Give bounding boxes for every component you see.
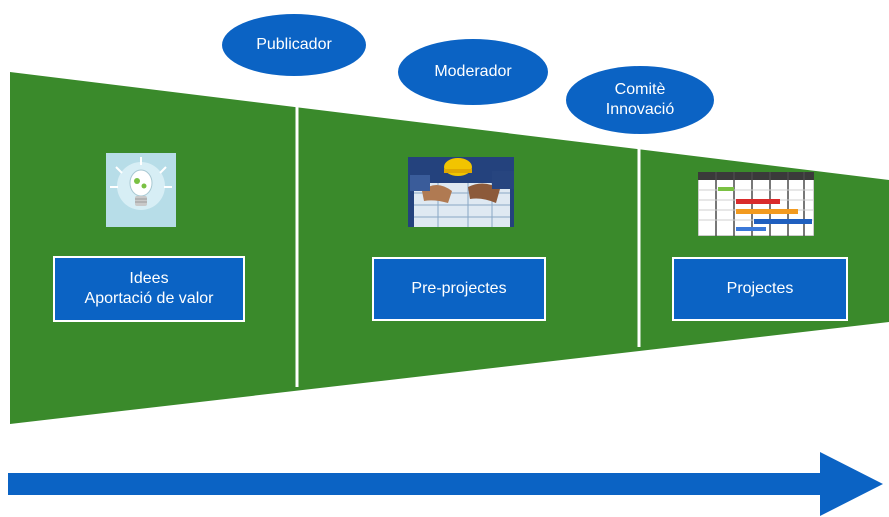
- stage-label-line2: Aportació de valor: [84, 290, 214, 307]
- role-publicador: Publicador: [222, 14, 366, 76]
- role-moderador: Moderador: [398, 39, 548, 105]
- blueprint-photo: [408, 157, 514, 227]
- role-comite-innovacio: Comitè Innovació: [566, 66, 714, 134]
- lightbulb-icon: [106, 153, 176, 227]
- stage-label-line1: Idees: [129, 270, 169, 287]
- role-label: Moderador: [434, 63, 512, 80]
- role-label: Publicador: [256, 36, 332, 53]
- funnel-shape: [10, 72, 889, 424]
- stage-box-projectes: Projectes: [672, 257, 848, 321]
- gantt-chart-icon: [698, 172, 814, 236]
- stage-box-pre-projectes: Pre-projectes: [372, 257, 546, 321]
- stage-label: Pre-projectes: [411, 280, 507, 297]
- role-label-line1: Comitè: [614, 81, 666, 98]
- stage-box-idees: Idees Aportació de valor: [53, 256, 245, 322]
- right-arrow-icon: [8, 452, 883, 516]
- role-label-line2: Innovació: [605, 101, 675, 118]
- stage-label: Projectes: [726, 280, 794, 297]
